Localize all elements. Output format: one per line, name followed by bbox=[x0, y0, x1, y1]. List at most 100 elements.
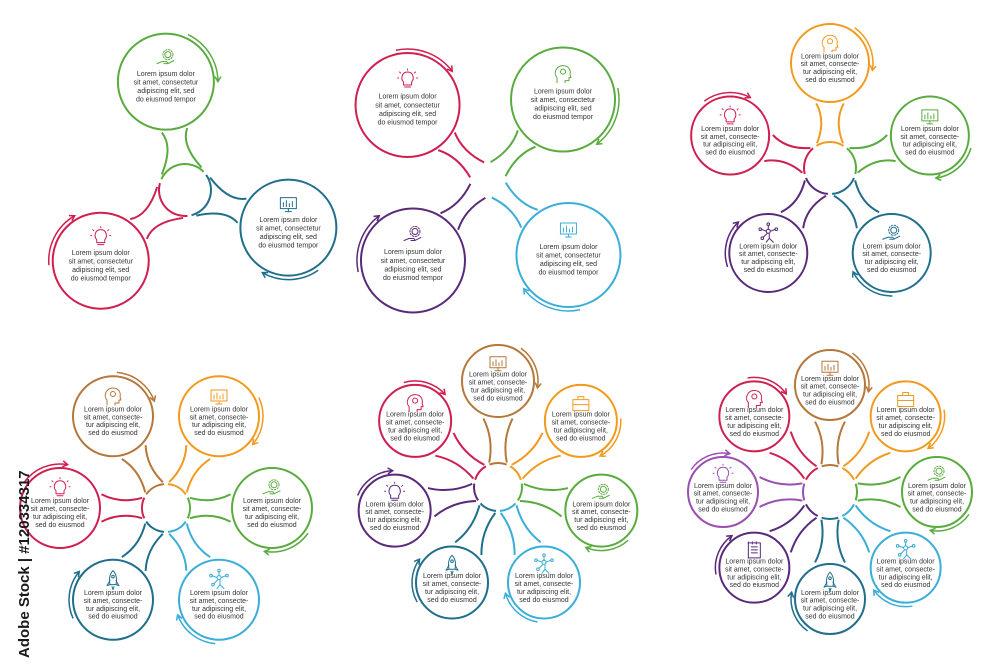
monitor-chart-icon bbox=[821, 360, 839, 376]
node-circle bbox=[718, 531, 791, 604]
node-text-line: do eiusmod tempor bbox=[383, 275, 444, 282]
node-circle bbox=[178, 375, 260, 458]
arrow-arc bbox=[927, 409, 946, 449]
hub-arc bbox=[854, 483, 858, 501]
node-text-line: Lorem ipsum dolor bbox=[386, 412, 445, 419]
connector-line bbox=[759, 476, 803, 486]
node-text-line: sit amet, consecte- bbox=[801, 384, 860, 391]
node-text-line: tur adipiscing elit, bbox=[245, 514, 299, 521]
monitor-chart-icon bbox=[921, 109, 939, 125]
notepad-icon bbox=[747, 541, 761, 559]
node-text-line: tur adipiscing elit, bbox=[388, 427, 442, 434]
hub-arc bbox=[145, 483, 165, 495]
node-text-line: Lorem ipsum dolor bbox=[701, 126, 760, 133]
lightbulb-icon bbox=[384, 481, 406, 501]
hand-gear-icon bbox=[403, 225, 422, 241]
head-gear-icon bbox=[104, 387, 122, 406]
hand-gear-icon bbox=[882, 224, 901, 240]
node-text-line: sed do eiusmod bbox=[577, 525, 627, 532]
connector-line bbox=[836, 519, 846, 563]
node-text-line: sed do eiusmod bbox=[805, 77, 855, 84]
node-text-line: sed do eiusmod bbox=[390, 435, 440, 442]
node-text-line: sit amet, consecte- bbox=[801, 61, 860, 68]
node-text-line: Lorem ipsum dolor bbox=[901, 126, 960, 133]
node-text-line: do eiusmod tempor bbox=[538, 270, 599, 277]
arrow-head bbox=[73, 570, 81, 578]
rocket-icon bbox=[445, 554, 459, 575]
arrow-arc bbox=[504, 593, 538, 623]
arrow-head bbox=[872, 588, 880, 596]
node-text-line: sit amet, consectetur bbox=[381, 258, 446, 265]
arrow-arc bbox=[690, 452, 730, 471]
node-text-line: tur adipiscing elit, bbox=[865, 259, 919, 266]
connector-line bbox=[854, 451, 891, 480]
node-circle bbox=[869, 531, 942, 604]
arrow-head bbox=[439, 388, 447, 396]
node-circle bbox=[718, 380, 791, 453]
connector-line bbox=[842, 431, 871, 468]
arrow-arc bbox=[187, 33, 219, 82]
arrow-head bbox=[262, 548, 271, 556]
node-text-line: sed do eiusmod bbox=[88, 430, 138, 437]
node-text-line: Lorem ipsum dolor bbox=[908, 483, 967, 490]
hand-gear-icon bbox=[591, 483, 610, 499]
arrow-head bbox=[584, 545, 592, 553]
node-text-line: sit amet, consecte- bbox=[423, 581, 482, 588]
node-circle bbox=[354, 51, 461, 158]
connector-line bbox=[833, 194, 858, 229]
connector-line bbox=[856, 159, 896, 174]
node-text-line: tur adipiscing elit, bbox=[192, 422, 246, 429]
arrow-head bbox=[373, 214, 381, 222]
arrow-arc bbox=[585, 539, 629, 552]
arrow-head bbox=[446, 65, 454, 73]
node-text-line: Lorem ipsum dolor bbox=[243, 498, 302, 505]
connector-line bbox=[491, 196, 523, 228]
node-text-line: sed do eiusmod bbox=[35, 522, 85, 529]
hub-arc bbox=[805, 503, 819, 517]
connector-line bbox=[490, 129, 519, 164]
arrow-head bbox=[251, 438, 259, 446]
connector-line bbox=[452, 432, 485, 466]
node-text-line: tur adipiscing elit, bbox=[879, 423, 933, 430]
node-text-line: sit amet, consecte- bbox=[84, 598, 143, 605]
connector-line bbox=[837, 102, 845, 144]
node-text-line: tur adipiscing elit, bbox=[727, 574, 781, 581]
arrow-head bbox=[787, 590, 795, 598]
head-gear-icon bbox=[821, 34, 839, 53]
connector-line bbox=[814, 421, 824, 465]
arrow-arc bbox=[356, 215, 380, 273]
connector-line bbox=[769, 451, 806, 480]
hub-arc bbox=[474, 465, 487, 481]
connector-line bbox=[504, 145, 536, 177]
node-text-line: tur adipiscing elit, bbox=[703, 142, 757, 149]
monitor-chart-icon bbox=[489, 356, 507, 372]
hub-arc bbox=[158, 182, 188, 217]
connector-line bbox=[482, 418, 492, 463]
connector-line bbox=[121, 458, 147, 493]
arrow-arc bbox=[520, 347, 539, 389]
node-text-line: sit amet, consectetur bbox=[536, 252, 601, 259]
node-text-line: do eiusmod tempor bbox=[378, 120, 439, 127]
node-text-line: Lorem ipsum dolor bbox=[801, 53, 860, 60]
hub-arc bbox=[821, 516, 839, 520]
node-text-line: sit amet, consecte- bbox=[801, 598, 860, 605]
node-text-line: sit amet, consecte- bbox=[365, 509, 424, 516]
connector-line bbox=[100, 514, 143, 523]
node-circle bbox=[794, 563, 866, 635]
node-text-line: sed do eiusmod bbox=[473, 395, 523, 402]
node-circle bbox=[378, 383, 453, 458]
connector-line bbox=[523, 482, 569, 492]
connector-line bbox=[189, 514, 232, 523]
